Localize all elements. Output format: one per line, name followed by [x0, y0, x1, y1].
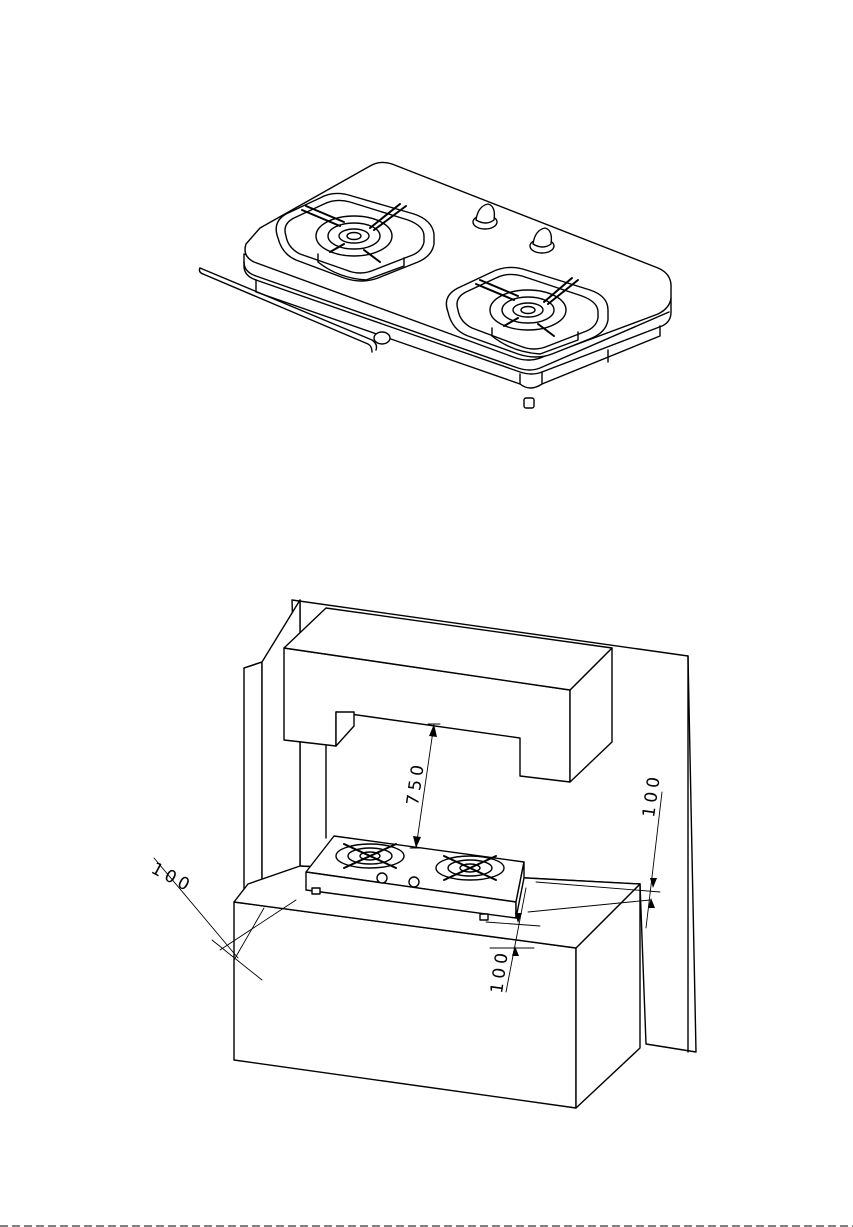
left-clearance-value: 100: [148, 859, 197, 898]
stove-foot: [524, 398, 534, 408]
gas-inlet: [374, 332, 390, 344]
side-wall: [244, 662, 262, 906]
installation-clearance-drawing: 750 100 100 100: [148, 600, 696, 1108]
gas-stove-illustration: [199, 162, 671, 408]
